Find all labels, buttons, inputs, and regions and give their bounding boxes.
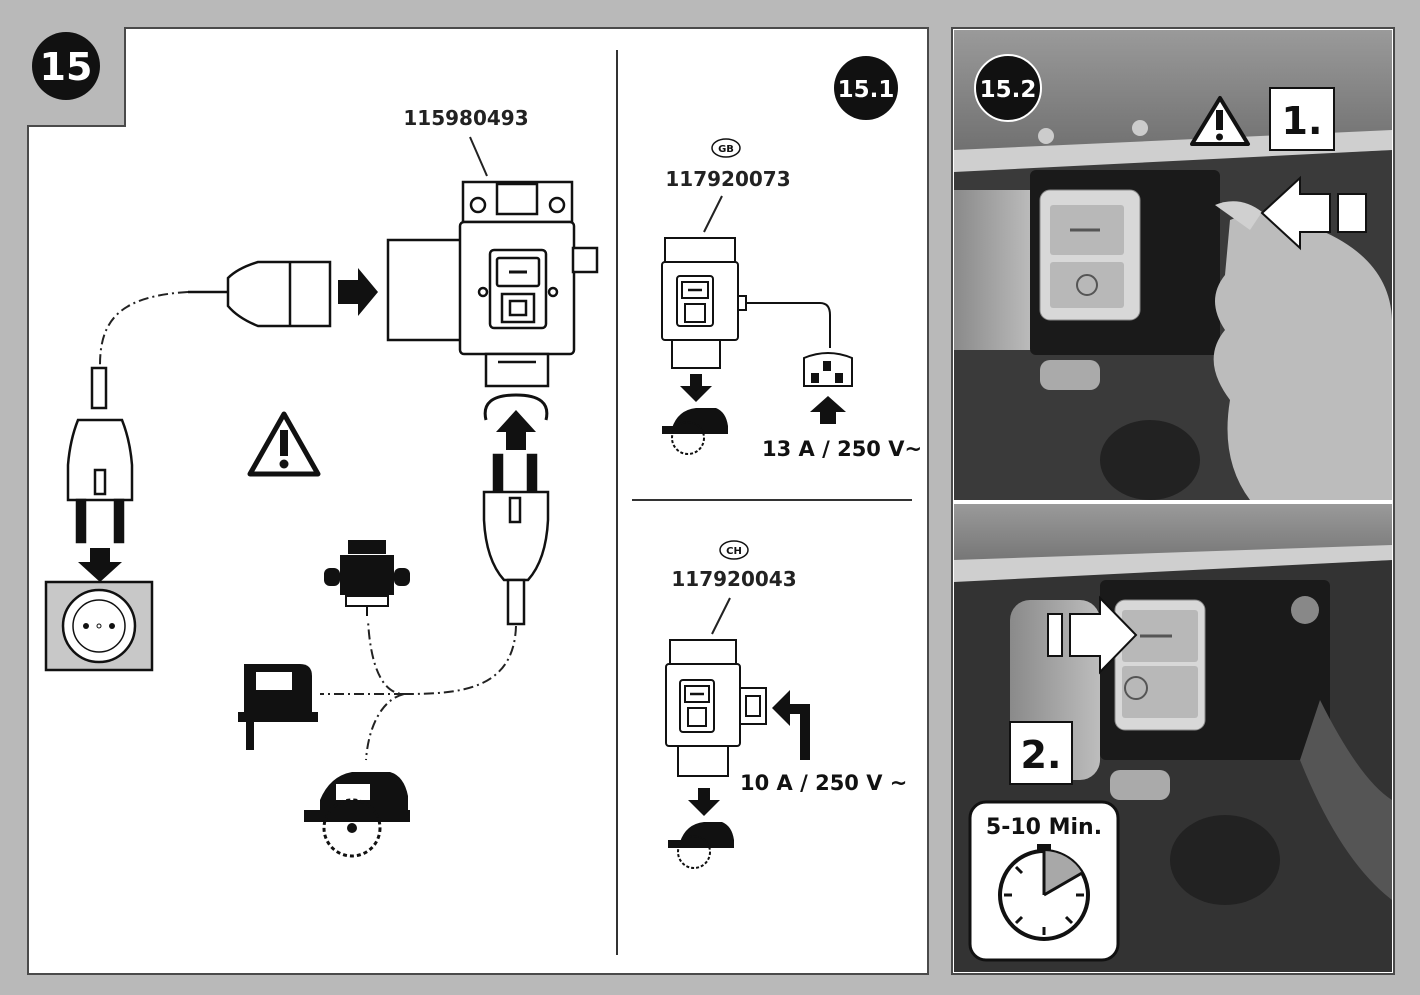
plug-icon: [482, 393, 550, 626]
leader-line: [711, 597, 731, 635]
step-badge-15: 15: [32, 32, 100, 100]
cable-line: [365, 693, 405, 761]
step-number-sub2: 15.2: [980, 77, 1037, 103]
part-number-ch: 117920043: [671, 567, 796, 591]
warning-icon: [247, 411, 321, 477]
step-number-sub1: 15.1: [838, 77, 895, 103]
router-icon: [324, 540, 410, 616]
timer-icon: [998, 844, 1090, 941]
plug-icon: [66, 366, 134, 544]
jigsaw-icon: [238, 664, 318, 750]
arrow-icon: [78, 548, 122, 582]
socket-icon: [44, 580, 154, 672]
arrow-icon: [338, 268, 378, 316]
circular-saw-icon: [662, 408, 728, 455]
step-1-label: 1.: [1282, 99, 1323, 143]
part-number-gb: 117920073: [665, 167, 790, 191]
part-number-adapter: 115980493: [403, 106, 528, 130]
arrow-icon: [496, 410, 536, 450]
arrow-icon: [810, 396, 846, 424]
arrow-icon: [772, 690, 810, 760]
warning-icon: [1190, 96, 1250, 146]
step-badge-15-1: 15.1: [834, 56, 898, 120]
country-code-gb-badge: GB: [711, 138, 741, 158]
timer-box: 5-10 Min.: [968, 800, 1120, 962]
country-code-ch-badge: CH: [719, 540, 749, 560]
arrow-icon: [688, 788, 720, 816]
gb-adapter-device: [661, 237, 853, 387]
cable-line: [367, 619, 517, 696]
country-code-ch: CH: [726, 546, 742, 557]
step-badge-15-2: 15.2: [974, 54, 1042, 122]
leader-line: [469, 136, 488, 177]
rating-ch: 10 A / 250 V ~: [740, 771, 907, 795]
arrow-icon: [1047, 595, 1138, 675]
cable-line: [99, 291, 189, 366]
country-code-gb: GB: [718, 144, 734, 155]
step-number-main: 15: [40, 45, 93, 89]
arrow-icon: [680, 374, 712, 402]
plug-icon: [188, 260, 332, 328]
step-2-label-box: 2.: [1009, 721, 1073, 785]
circular-saw-icon: [304, 772, 410, 858]
step-1-label-box: 1.: [1269, 87, 1335, 151]
step-2-label: 2.: [1021, 733, 1062, 777]
adapter-device: [386, 180, 599, 388]
arrow-icon: [1260, 175, 1367, 251]
ch-adapter-device: [665, 639, 767, 777]
leader-line: [703, 195, 723, 233]
rating-gb: 13 A / 250 V~: [762, 437, 922, 461]
circular-saw-icon: [668, 822, 734, 869]
duration-label: 5-10 Min.: [986, 815, 1102, 840]
